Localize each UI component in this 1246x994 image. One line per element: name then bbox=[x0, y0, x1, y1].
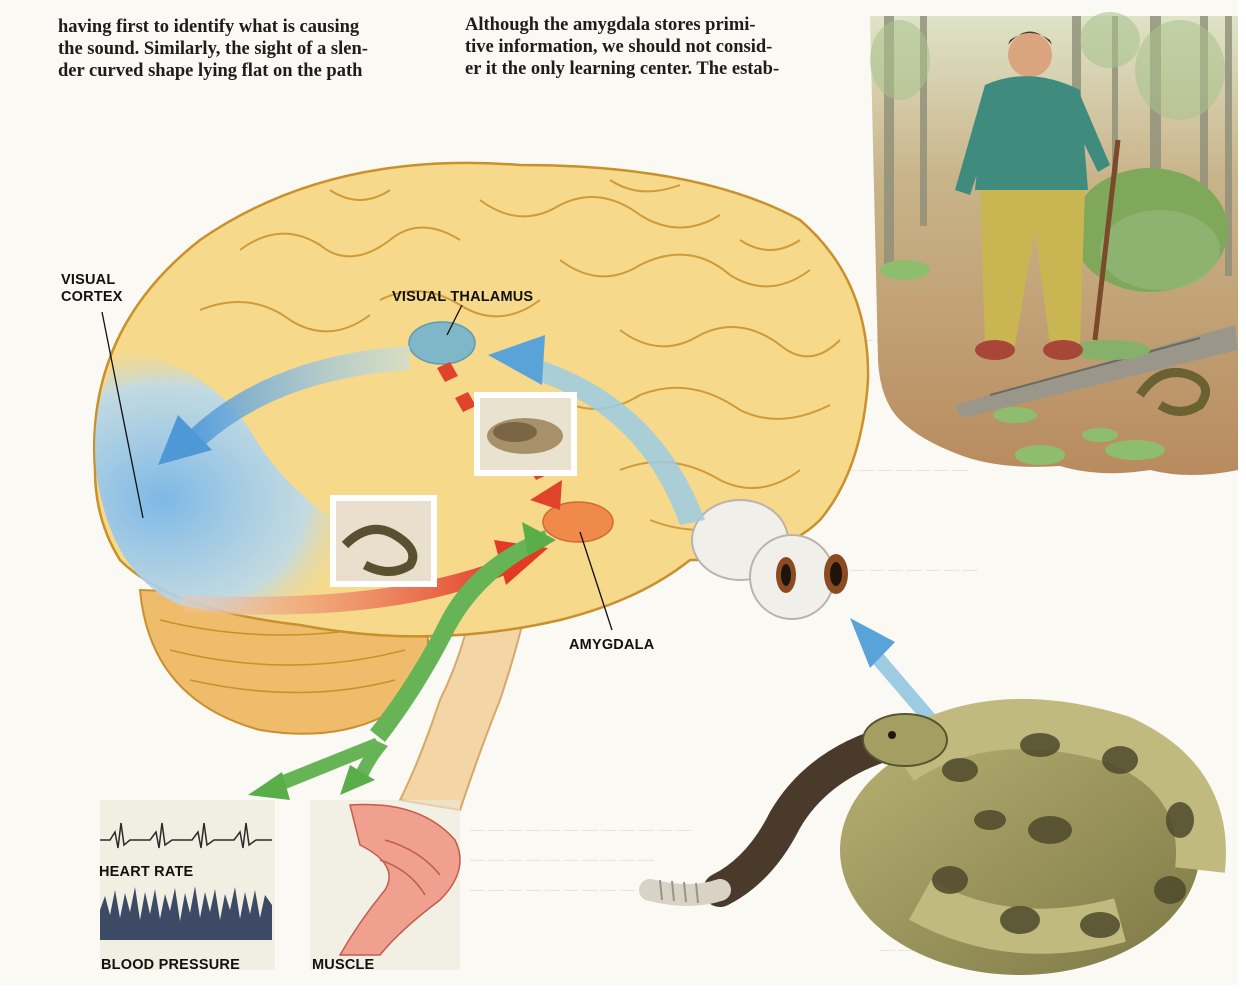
snake-photo-inset-upper bbox=[474, 392, 577, 476]
visual-cortex-label-line: CORTEX bbox=[61, 289, 123, 306]
snake-head bbox=[863, 714, 947, 766]
brain bbox=[94, 163, 868, 810]
snake-photo-inset-lower bbox=[330, 495, 437, 587]
blood-pressure-label: BLOOD PRESSURE bbox=[101, 957, 240, 974]
amygdala bbox=[543, 502, 613, 542]
amygdala-label: AMYGDALA bbox=[569, 637, 654, 654]
visual-cortex-label-line: VISUAL bbox=[61, 272, 123, 289]
forest-scene bbox=[870, 12, 1238, 475]
page-right-margin bbox=[1238, 0, 1246, 994]
visual-cortex-label: VISUAL CORTEX bbox=[61, 272, 123, 306]
visual-thalamus bbox=[409, 322, 475, 364]
eyeballs bbox=[692, 500, 848, 619]
visual-thalamus-label: VISUAL THALAMUS bbox=[392, 289, 533, 306]
rattlesnake bbox=[650, 714, 1201, 975]
heart-rate-panel bbox=[100, 800, 275, 970]
muscle-label: MUSCLE bbox=[312, 957, 374, 974]
leg-muscle bbox=[310, 800, 460, 970]
page-bottom-margin bbox=[0, 985, 1246, 994]
heart-rate-label: HEART RATE bbox=[99, 864, 193, 881]
